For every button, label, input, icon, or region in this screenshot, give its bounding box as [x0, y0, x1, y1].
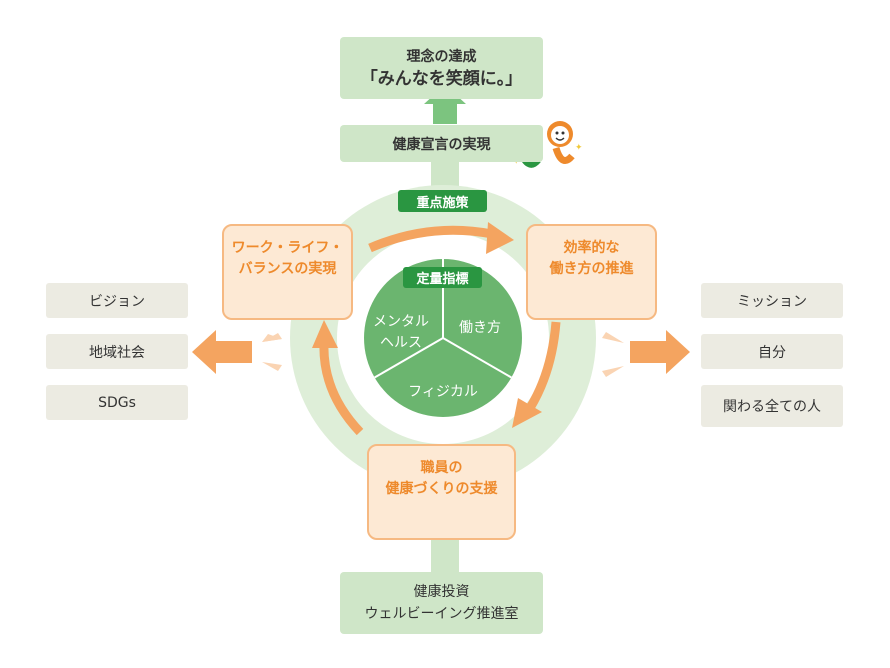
pie-label-work-style-text: 働き方 — [459, 320, 501, 336]
cycle-arrows — [319, 225, 561, 436]
cycle-arrow-top — [368, 225, 493, 253]
health-declaration-label: 健康宣言の実現 — [392, 136, 491, 153]
pie-label-physical-text: フィジカル — [408, 384, 478, 400]
efficient-work-line1: 効率的な — [563, 240, 620, 256]
philosophy-slogan: 「みんなを笑顔に。」 — [360, 69, 523, 89]
pie-segment-physical — [374, 338, 512, 417]
priority-measures-label: 重点施策 — [416, 195, 469, 211]
work-life-balance-box: ワーク・ライフ・ バランスの実現 — [222, 224, 353, 320]
cycle-arrow-right — [526, 321, 561, 411]
small-arrows-left — [262, 333, 282, 371]
quantitative-metrics-label: 定量指標 — [416, 272, 469, 287]
priority-measures-tag: 重点施策 — [398, 190, 487, 212]
right-item-self: 自分 — [701, 334, 843, 369]
work-life-balance-line1: ワーク・ライフ・ — [231, 240, 344, 256]
pie-label-physical: フィジカル — [398, 382, 488, 403]
metrics-pie — [364, 259, 522, 417]
work-life-balance-line2: バランスの実現 — [238, 261, 337, 277]
left-item-vision-label: ビジョン — [89, 293, 145, 310]
pie-segment-work-style — [443, 259, 522, 378]
health-support-line2: 健康づくりの支援 — [385, 481, 498, 497]
philosophy-title: 理念の達成 — [406, 49, 477, 65]
pie-label-work-style: 働き方 — [446, 318, 514, 339]
svg-text:✦: ✦ — [575, 143, 583, 153]
pie-label-mental-line1: メンタル — [373, 314, 429, 330]
pie-segment-mental — [364, 259, 443, 378]
right-item-mission: ミッション — [701, 283, 843, 318]
left-item-vision: ビジョン — [46, 283, 188, 318]
left-item-community-label: 地域社会 — [89, 344, 145, 361]
left-item-community: 地域社会 — [46, 334, 188, 369]
right-item-everyone-label: 関わる全ての人 — [723, 399, 821, 415]
health-investment-line2: ウェルビーイング推進室 — [364, 606, 519, 622]
efficient-work-line2: 働き方の推進 — [549, 261, 634, 277]
health-investment-box: 健康投資 ウェルビーイング推進室 — [340, 572, 543, 634]
cycle-arrow-left — [319, 341, 364, 436]
right-item-mission-label: ミッション — [737, 293, 807, 310]
health-declaration-box: 健康宣言の実現 — [340, 125, 543, 162]
left-item-sdgs: SDGs — [46, 385, 188, 420]
health-support-line1: 職員の — [420, 460, 463, 476]
quantitative-metrics-tag: 定量指標 — [403, 267, 482, 288]
right-arrow-icon — [630, 330, 690, 374]
cycle-arrowhead-right — [512, 398, 542, 428]
health-investment-line1: 健康投資 — [413, 584, 470, 600]
philosophy-box: 理念の達成 「みんなを笑顔に。」 — [340, 37, 543, 99]
left-item-sdgs-label: SDGs — [98, 394, 136, 411]
cycle-arrowhead-left — [312, 320, 338, 348]
right-item-everyone: 関わる全ての人 — [701, 385, 843, 427]
efficient-work-box: 効率的な 働き方の推進 — [526, 224, 657, 320]
health-support-box: 職員の 健康づくりの支援 — [367, 444, 516, 540]
pie-label-mental: メンタル ヘルス — [365, 312, 437, 354]
pie-label-mental-line2: ヘルス — [380, 335, 422, 351]
right-item-self-label: 自分 — [758, 344, 786, 361]
small-arrows-right — [602, 332, 624, 377]
cycle-arrowhead-top — [486, 222, 514, 254]
left-arrow-icon — [192, 330, 252, 374]
